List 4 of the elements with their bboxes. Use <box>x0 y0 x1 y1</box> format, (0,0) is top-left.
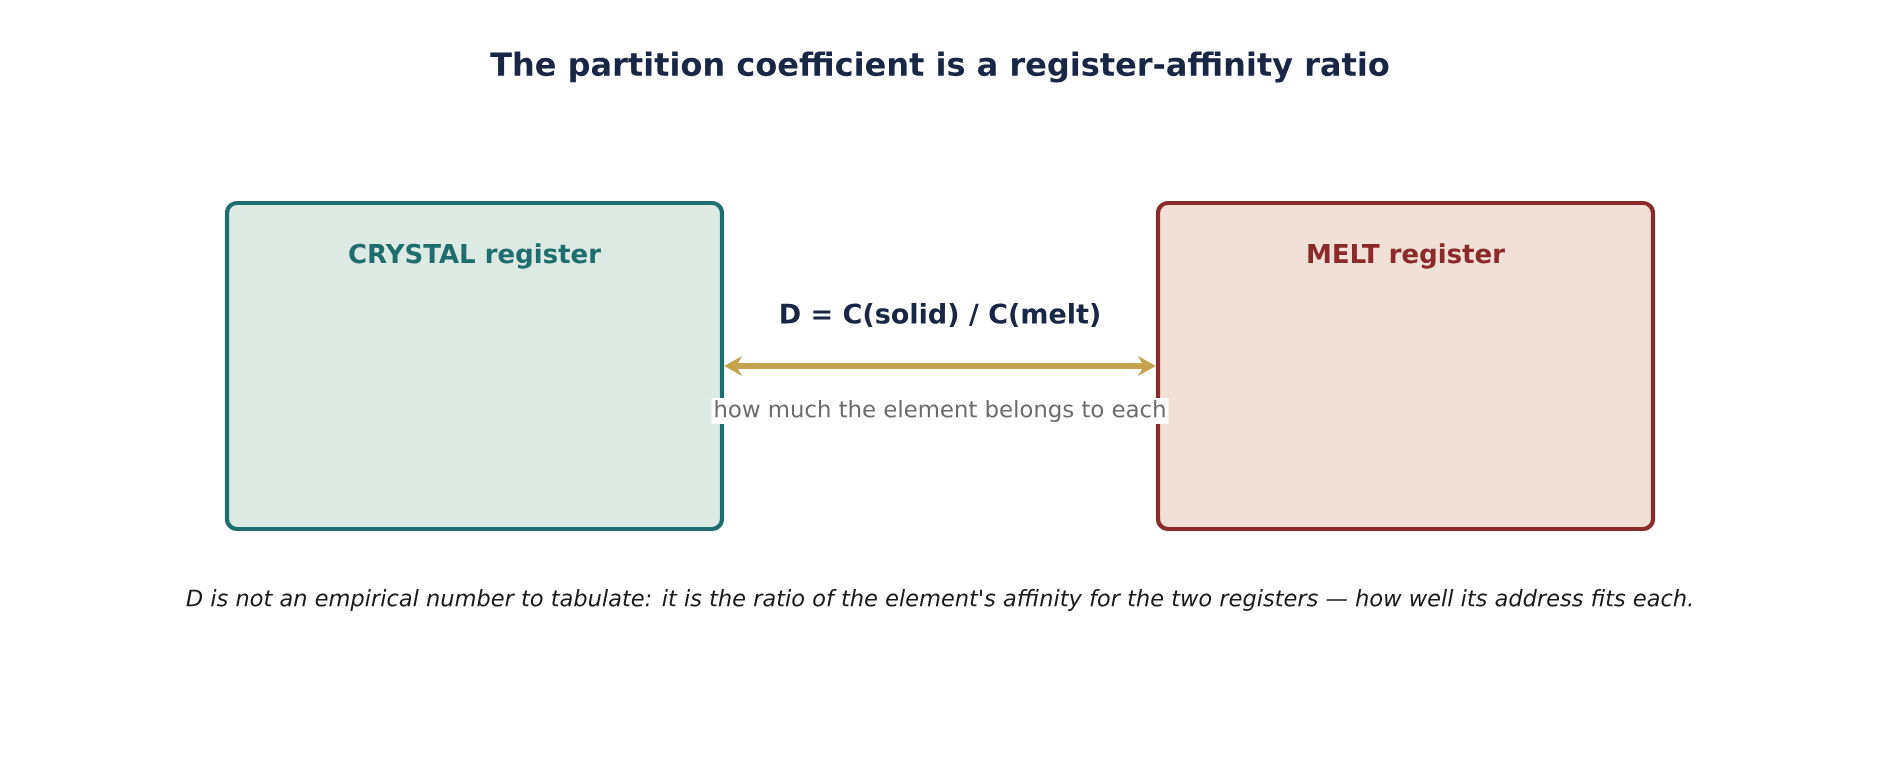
caption: D is not an empirical number to tabulate: it is the ratio of the element's affinity for the two registers — how well its address fits each. <box>186 589 1692 611</box>
title: The partition coefficient is a register-affinity ratio <box>490 51 1389 83</box>
note: how much the element belongs to each <box>711 397 1169 425</box>
edge-label: D = C(solid) / C(melt) <box>781 302 1099 328</box>
